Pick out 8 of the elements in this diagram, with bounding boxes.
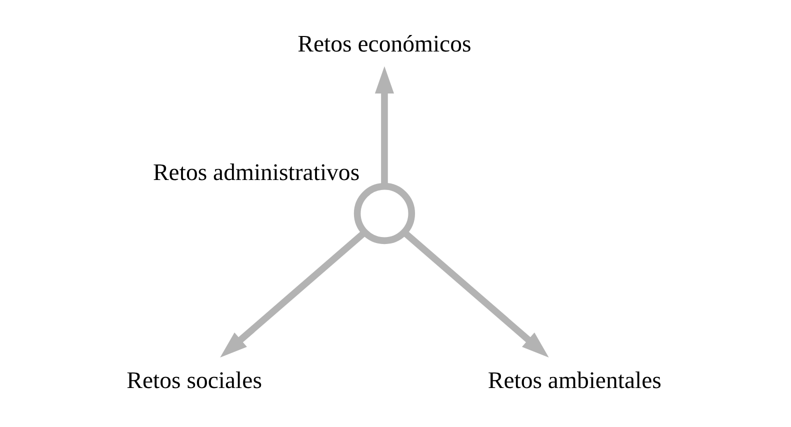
node-label: Retos administrativos xyxy=(152,160,360,186)
arrow xyxy=(374,66,394,186)
arrow xyxy=(220,230,366,358)
node-text: Retos sociales xyxy=(126,368,262,394)
node-text: Retos económicos xyxy=(298,32,472,58)
arrow xyxy=(402,230,549,358)
node-text: Retos ambientales xyxy=(488,368,662,394)
node-circle xyxy=(354,182,416,244)
